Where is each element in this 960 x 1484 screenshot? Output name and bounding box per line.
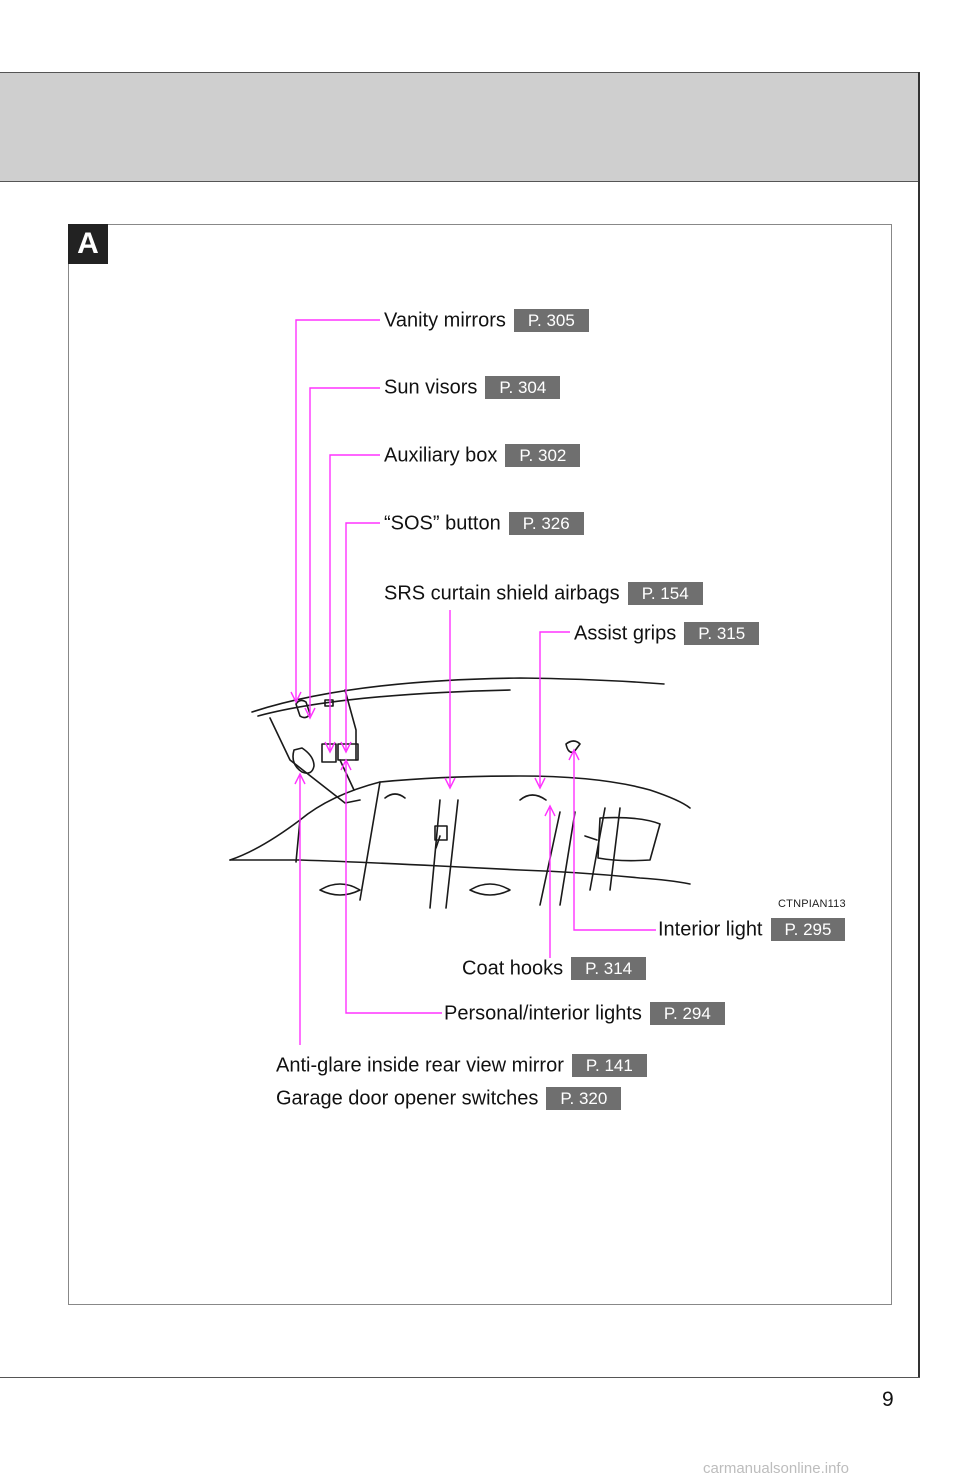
callout-label: SRS curtain shield airbags (384, 582, 620, 605)
callout-label: Anti-glare inside rear view mirror (276, 1054, 564, 1077)
page-ref-badge[interactable]: P. 302 (505, 444, 581, 468)
callout-garage-door-opener: Garage door opener switches P. 320 (276, 1085, 622, 1111)
callout-label: Garage door opener switches (276, 1087, 539, 1110)
callout-personal-interior-lights: Personal/interior lights P. 294 (444, 1000, 725, 1026)
callout-label: Sun visors (384, 376, 478, 399)
callout-label: Assist grips (574, 622, 677, 645)
page-bottom-rule (0, 1377, 920, 1378)
illustration-panel (68, 224, 892, 1305)
callout-label: Coat hooks (462, 957, 564, 980)
header-band (0, 72, 920, 182)
callout-assist-grips: Assist grips P. 315 (574, 620, 760, 646)
callout-vanity-mirrors: Vanity mirrors P. 305 (384, 307, 589, 333)
callout-label: “SOS” button (384, 512, 501, 535)
page-ref-badge[interactable]: P. 154 (627, 582, 703, 606)
callout-rear-view-mirror: Anti-glare inside rear view mirror P. 141 (276, 1052, 647, 1078)
callout-srs-curtain-airbags: SRS curtain shield airbags P. 154 (384, 580, 703, 606)
page-ref-badge[interactable]: P. 305 (513, 309, 589, 333)
section-tag: A (68, 224, 108, 264)
page-ref-badge[interactable]: P. 294 (649, 1002, 725, 1026)
page-ref-badge[interactable]: P. 326 (508, 512, 584, 536)
page-ref-badge[interactable]: P. 304 (485, 376, 561, 400)
callout-label: Vanity mirrors (384, 309, 506, 332)
page-ref-badge[interactable]: P. 315 (684, 622, 760, 646)
page-ref-badge[interactable]: P. 295 (770, 918, 846, 942)
callout-label: Interior light (658, 918, 763, 941)
callout-label: Personal/interior lights (444, 1002, 642, 1025)
page-ref-badge[interactable]: P. 141 (571, 1054, 647, 1078)
leader-arrowheads (290, 691, 580, 817)
callout-auxiliary-box: Auxiliary box P. 302 (384, 442, 581, 468)
callout-interior-light: Interior light P. 295 (658, 916, 846, 942)
page-right-rule (918, 72, 920, 1378)
page-number: 9 (882, 1388, 894, 1411)
figure-code: CTNPIAN113 (778, 898, 846, 910)
watermark: carmanualsonline.info (703, 1460, 849, 1477)
callout-sos-button: “SOS” button P. 326 (384, 510, 584, 536)
page-ref-badge[interactable]: P. 314 (571, 957, 647, 981)
leader-lines (295, 319, 656, 1045)
page-ref-badge[interactable]: P. 320 (546, 1087, 622, 1111)
callout-label: Auxiliary box (384, 444, 498, 467)
callout-sun-visors: Sun visors P. 304 (384, 374, 561, 400)
callout-coat-hooks: Coat hooks P. 314 (462, 955, 647, 981)
